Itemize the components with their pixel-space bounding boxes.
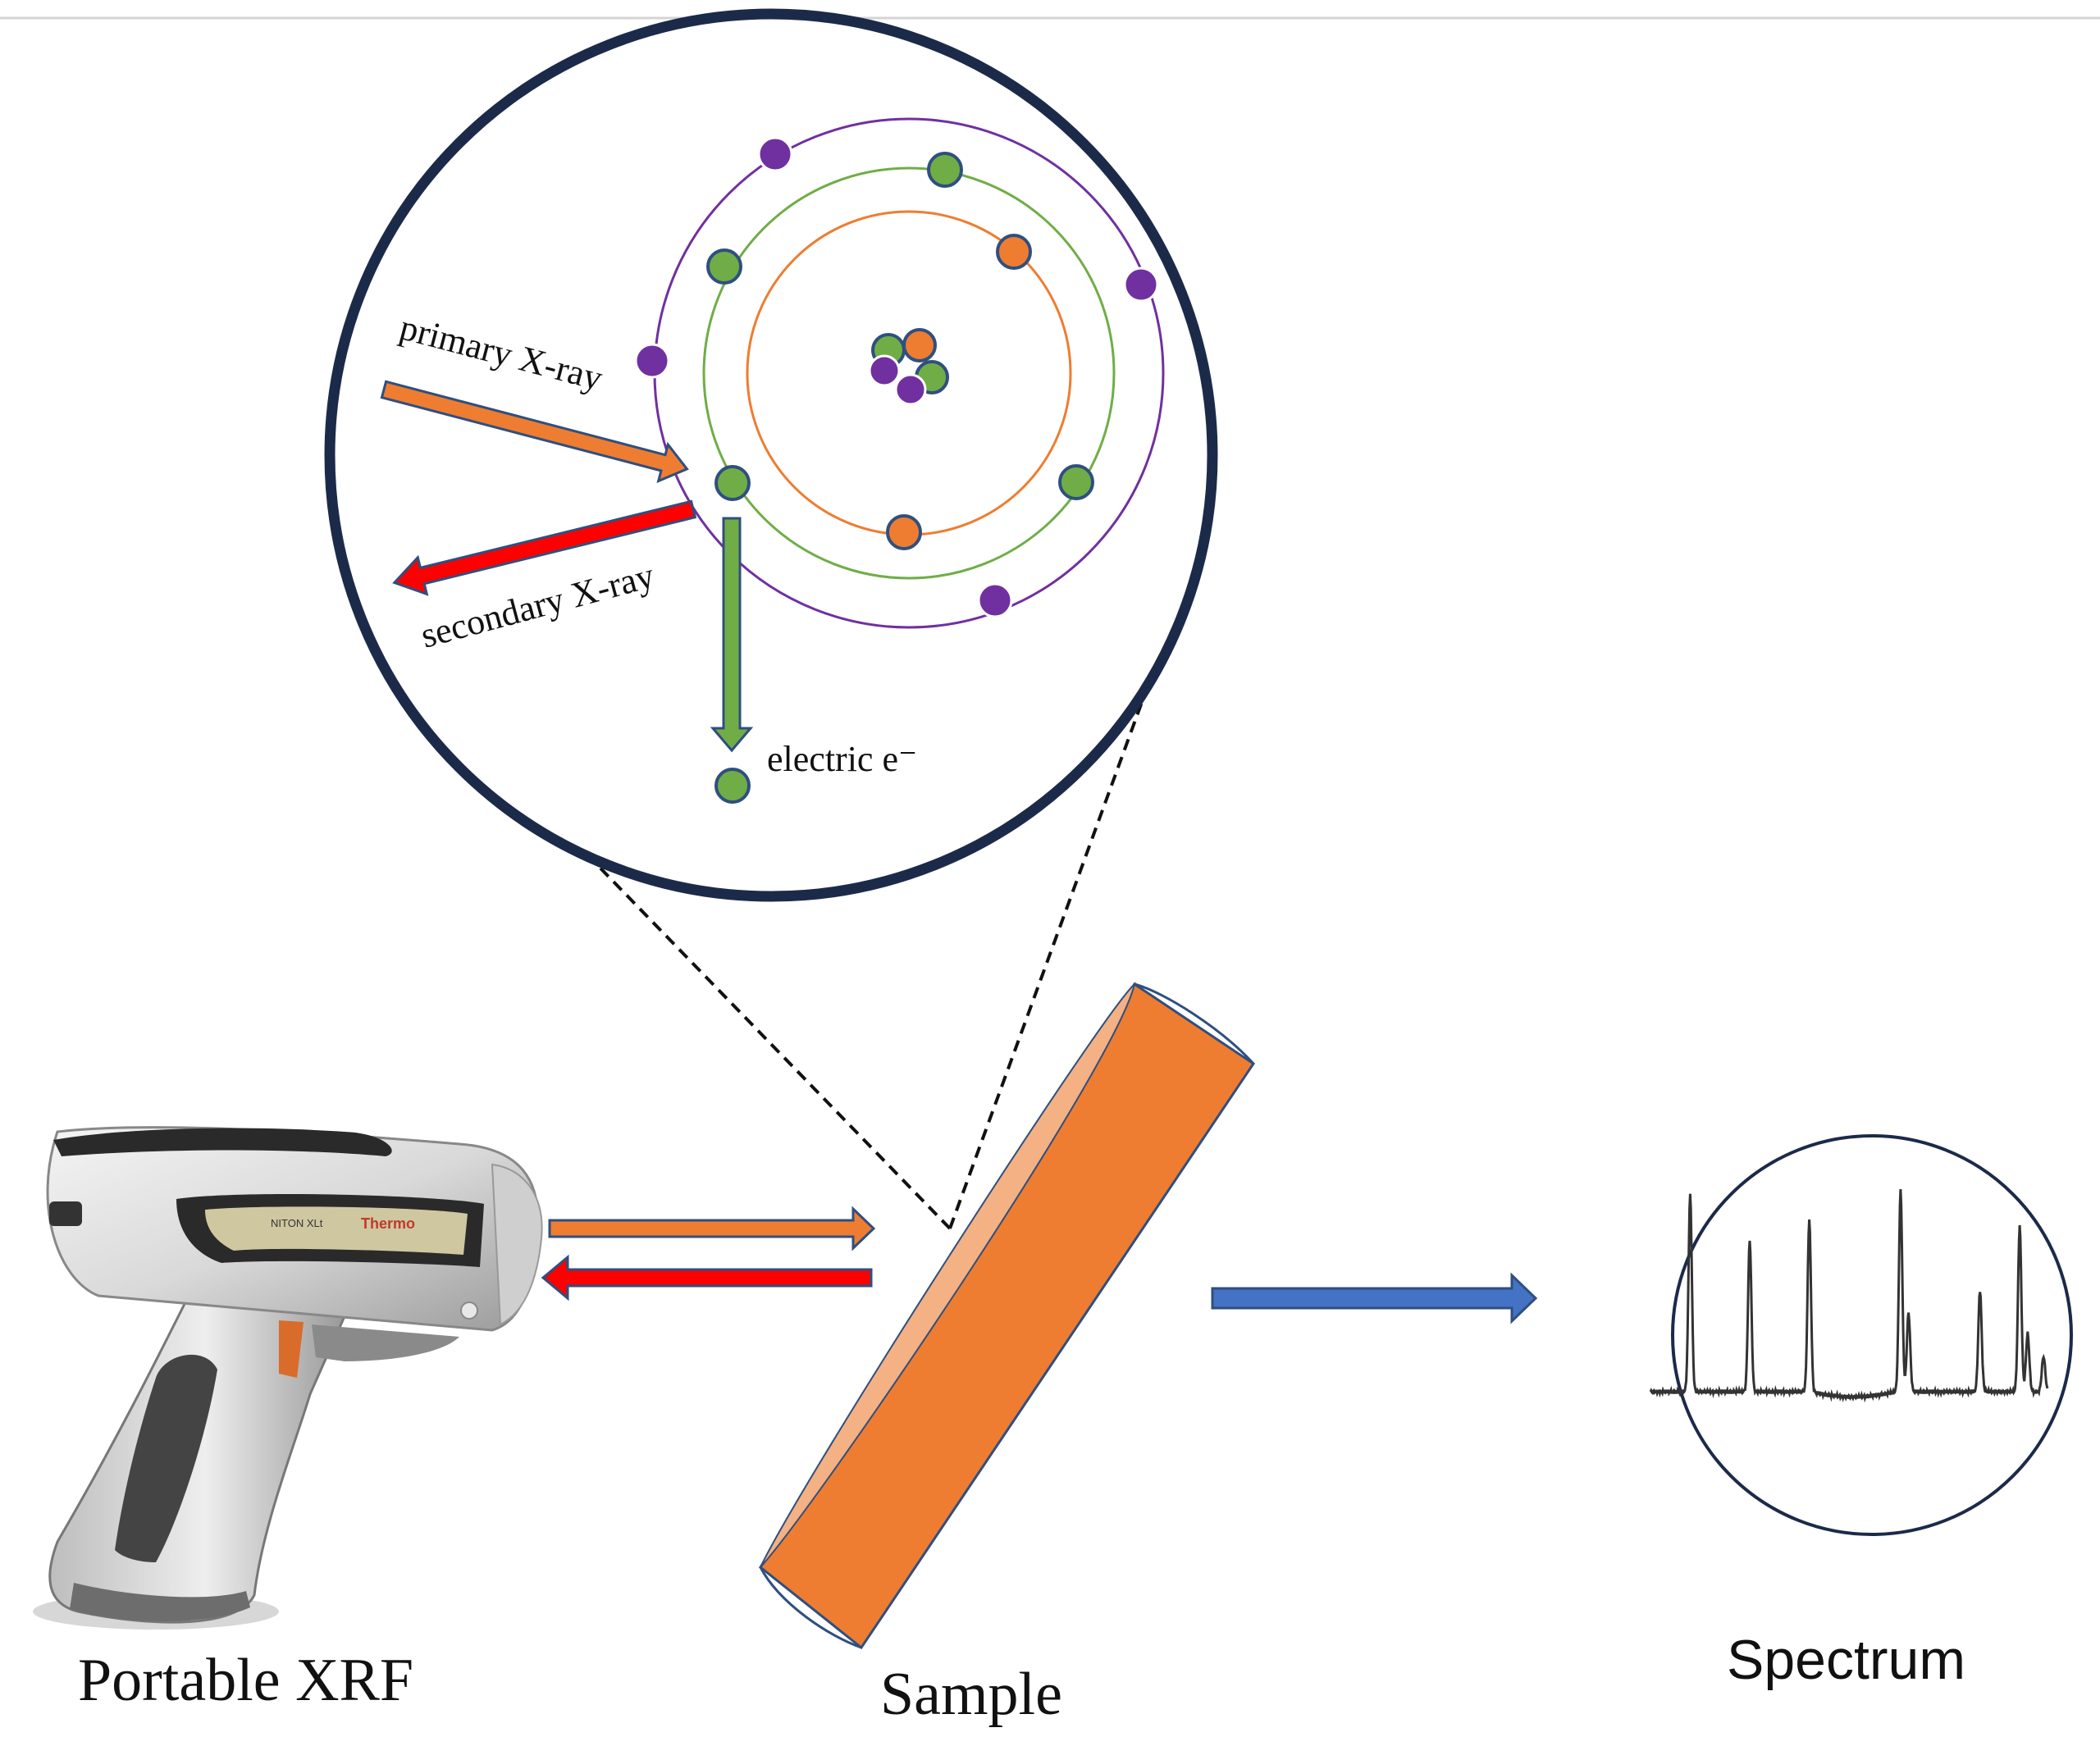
device-to-sample-arrow (548, 1206, 876, 1251)
atom-magnifier: primary X-ray secondary X-ray electric e… (324, 8, 1218, 902)
electron (634, 343, 670, 379)
electron-label: electric e⁻ (767, 739, 917, 779)
electron (996, 234, 1032, 270)
electron (927, 152, 963, 188)
spectrum-frame (1671, 1134, 2073, 1536)
spectrum-trace (1649, 1189, 2049, 1403)
electron (757, 136, 793, 172)
electron (706, 248, 742, 285)
portable-xrf-label: Portable XRF (78, 1647, 413, 1714)
electron (1058, 464, 1094, 500)
electron-ejection-arrow (710, 517, 754, 753)
spectrum-label: Spectrum (1727, 1629, 1965, 1691)
ejected-electron (714, 768, 751, 804)
sample-disk (759, 982, 1256, 1650)
primary-xray-arrow (380, 380, 689, 484)
sample-to-device-arrow (541, 1254, 873, 1302)
orbit-electrons (634, 136, 1159, 618)
device-model-text: NITON XLt (271, 1217, 323, 1229)
ejected-site-electron (714, 465, 751, 501)
device-brand-text: Thermo (361, 1215, 415, 1232)
electron (886, 514, 922, 550)
sample-to-spectrum-arrow (1211, 1272, 1538, 1324)
spectrum-view (1649, 1134, 2073, 1536)
sample-label: Sample (880, 1661, 1062, 1728)
nucleus (868, 328, 949, 406)
secondary-xray-arrow (392, 499, 697, 596)
electron (1123, 267, 1159, 303)
middle-orbit (702, 166, 1116, 580)
electron (977, 582, 1013, 618)
portable-xrf-device: Thermo NITON XLt (33, 1126, 543, 1630)
